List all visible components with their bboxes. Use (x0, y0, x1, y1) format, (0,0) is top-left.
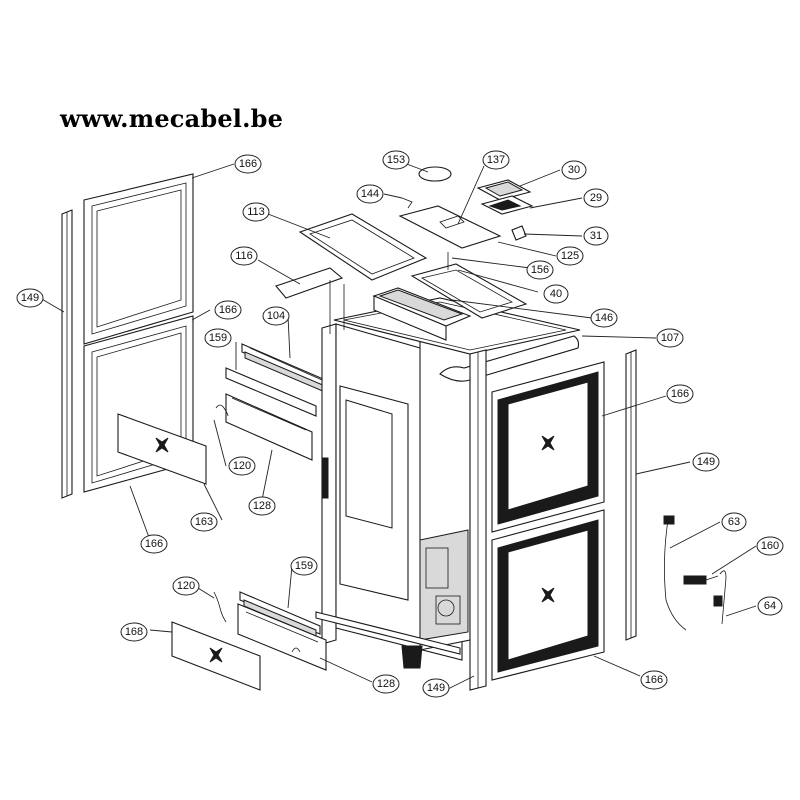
left-side-panel-upper (83, 173, 194, 345)
left-corner-strip (61, 209, 73, 499)
site-url: www.mecabel.be (60, 104, 284, 133)
svg-text:153: 153 (387, 154, 405, 166)
svg-text:128: 128 (253, 500, 271, 512)
right-side-panel-upper (491, 361, 605, 533)
callout-166: 166 (214, 300, 242, 320)
svg-text:156: 156 (531, 264, 549, 276)
callout-29: 29 (583, 188, 609, 208)
svg-text:128: 128 (377, 678, 395, 690)
svg-text:63: 63 (728, 516, 740, 528)
svg-text:149: 149 (697, 456, 715, 468)
callout-31: 31 (583, 226, 609, 246)
callout-156: 156 (526, 260, 554, 280)
lower-bracket-128 (237, 603, 327, 671)
top-bracket-116 (275, 267, 345, 334)
callout-146: 146 (590, 308, 618, 328)
cover-disc-153 (418, 166, 452, 182)
svg-text:163: 163 (195, 516, 213, 528)
callout-104: 104 (262, 306, 290, 326)
callout-113: 113 (242, 202, 270, 222)
svg-text:146: 146 (595, 312, 613, 324)
callout-64: 64 (757, 596, 783, 616)
stove-body (315, 297, 581, 669)
callout-149: 149 (692, 452, 720, 472)
callout-166: 166 (666, 384, 694, 404)
lower-rail-159 (239, 591, 321, 637)
clip-144 (401, 197, 413, 209)
svg-text:166: 166 (645, 674, 663, 686)
pressure-switch-160 (683, 575, 719, 585)
exhaust-grid-146 (372, 287, 472, 341)
callout-160: 160 (756, 536, 784, 556)
svg-text:166: 166 (219, 304, 237, 316)
callout-120: 120 (228, 456, 256, 476)
electronic-board-30 (476, 179, 532, 201)
svg-text:159: 159 (295, 560, 313, 572)
svg-text:159: 159 (209, 332, 227, 344)
svg-text:113: 113 (247, 206, 265, 218)
callout-166: 166 (234, 154, 262, 174)
svg-text:31: 31 (590, 230, 602, 242)
callout-166: 166 (640, 670, 668, 690)
left-lower-cover-plate (117, 413, 207, 485)
lower-cover-168 (171, 621, 261, 691)
svg-text:107: 107 (661, 332, 679, 344)
svg-text:137: 137 (487, 154, 505, 166)
svg-text:64: 64 (764, 600, 776, 612)
callout-116: 116 (230, 246, 258, 266)
control-panel-137 (398, 205, 502, 249)
svg-text:149: 149 (21, 292, 39, 304)
svg-text:144: 144 (361, 188, 379, 200)
callout-159: 159 (290, 556, 318, 576)
callout-107: 107 (656, 328, 684, 348)
callout-159: 159 (204, 328, 232, 348)
svg-text:30: 30 (568, 164, 580, 176)
left-support-bracket (215, 367, 317, 461)
callout-168: 168 (120, 622, 148, 642)
svg-text:166: 166 (145, 538, 163, 550)
probe-64 (713, 570, 727, 625)
top-lid (298, 213, 428, 281)
callout-144: 144 (356, 184, 384, 204)
callout-120: 120 (172, 576, 200, 596)
front-corner-strip (469, 349, 487, 691)
svg-text:149: 149 (427, 682, 445, 694)
svg-text:120: 120 (177, 580, 195, 592)
svg-text:116: 116 (235, 250, 253, 262)
svg-text:168: 168 (125, 626, 143, 638)
callout-128: 128 (372, 674, 400, 694)
callout-30: 30 (561, 160, 587, 180)
callout-125: 125 (556, 246, 584, 266)
spring-120 (213, 591, 227, 623)
right-side-panel-lower (491, 509, 605, 681)
callout-128: 128 (248, 496, 276, 516)
svg-text:40: 40 (550, 288, 562, 300)
callout-149: 149 (16, 288, 44, 308)
svg-text:29: 29 (590, 192, 602, 204)
svg-text:160: 160 (761, 540, 779, 552)
power-cable-63 (663, 515, 687, 631)
callout-153: 153 (382, 150, 410, 170)
callout-166: 166 (140, 534, 168, 554)
fixing-part-31 (511, 225, 527, 241)
svg-text:104: 104 (267, 310, 285, 322)
display-29 (480, 195, 534, 215)
leader-lines (39, 159, 757, 691)
callout-63: 63 (721, 512, 747, 532)
callout-163: 163 (190, 512, 218, 532)
callout-40: 40 (543, 284, 569, 304)
svg-text:120: 120 (233, 460, 251, 472)
svg-text:166: 166 (671, 388, 689, 400)
right-corner-strip (625, 349, 637, 641)
svg-text:166: 166 (239, 158, 257, 170)
callout-149: 149 (422, 678, 450, 698)
svg-text:125: 125 (561, 250, 579, 262)
callout-137: 137 (482, 150, 510, 170)
